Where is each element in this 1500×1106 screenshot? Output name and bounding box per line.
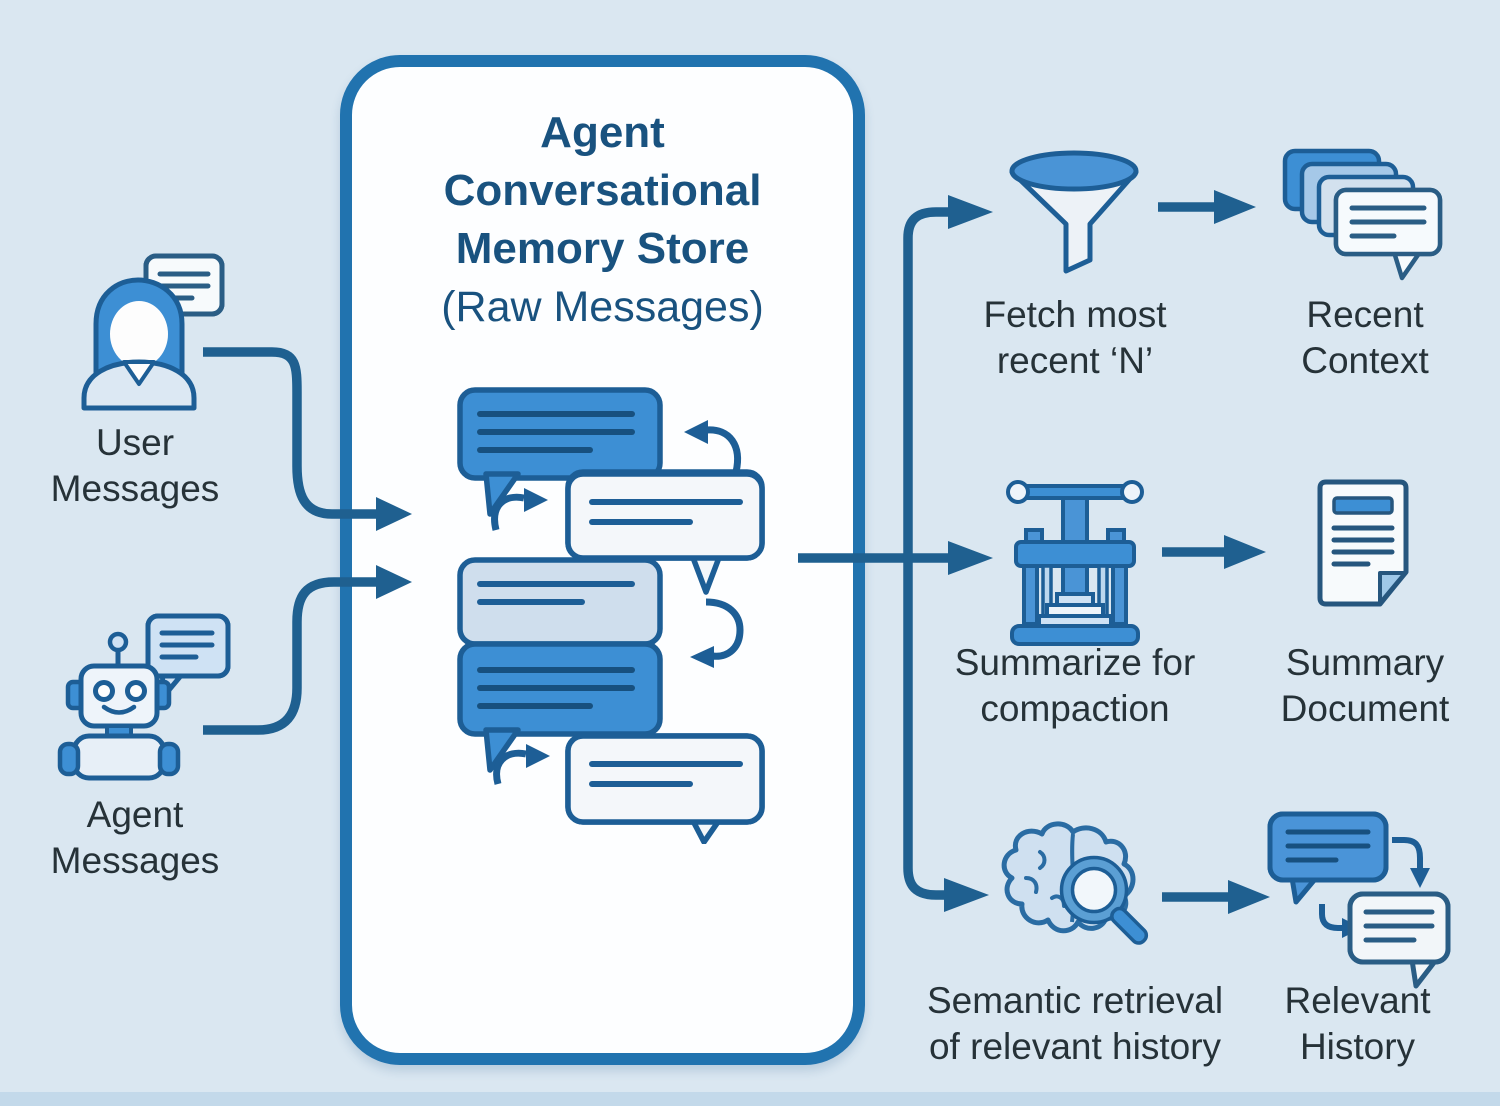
user-messages-label: User Messages bbox=[50, 422, 220, 509]
funnel-icon bbox=[1009, 150, 1139, 274]
bottom-strip bbox=[0, 1092, 1500, 1106]
compactor-press-icon bbox=[1006, 480, 1144, 646]
recent-context-label: Recent Context bbox=[1301, 294, 1429, 381]
agent-messages-icon bbox=[57, 613, 231, 781]
memory-store-title: Agent Conversational Memory Store (Raw M… bbox=[360, 104, 845, 336]
fetch-recent-label: Fetch most recent ‘N’ bbox=[983, 294, 1167, 381]
recent-context-icon bbox=[1282, 148, 1443, 281]
top-arrowhead bbox=[948, 195, 993, 229]
title-line-3: Memory Store bbox=[455, 224, 750, 273]
title-line-2: Conversational bbox=[443, 166, 762, 215]
bottom-arrowhead bbox=[944, 878, 989, 912]
branch-top-arrow bbox=[903, 207, 952, 558]
summary-document-icon bbox=[1317, 479, 1409, 607]
relevant-history-label: Relevant History bbox=[1284, 980, 1431, 1067]
recent-arrowhead bbox=[1214, 190, 1256, 224]
stacked-chat-bubbles-icon bbox=[457, 387, 765, 844]
summarize-label: Summarize for compaction bbox=[954, 642, 1196, 729]
semantic-retrieval-label: Semantic retrieval of relevant history bbox=[926, 980, 1224, 1067]
summary-arrowhead bbox=[1224, 535, 1266, 569]
relevant-history-icon bbox=[1267, 811, 1451, 989]
middle-arrowhead bbox=[948, 541, 993, 575]
brain-search-icon bbox=[1001, 821, 1149, 945]
memory-store-subtitle: (Raw Messages) bbox=[441, 283, 764, 331]
summary-document-label: Summary Document bbox=[1280, 642, 1450, 729]
user-messages-icon bbox=[81, 253, 225, 411]
title-line-1: Agent bbox=[540, 108, 665, 157]
agent-messages-label: Agent Messages bbox=[50, 794, 220, 881]
